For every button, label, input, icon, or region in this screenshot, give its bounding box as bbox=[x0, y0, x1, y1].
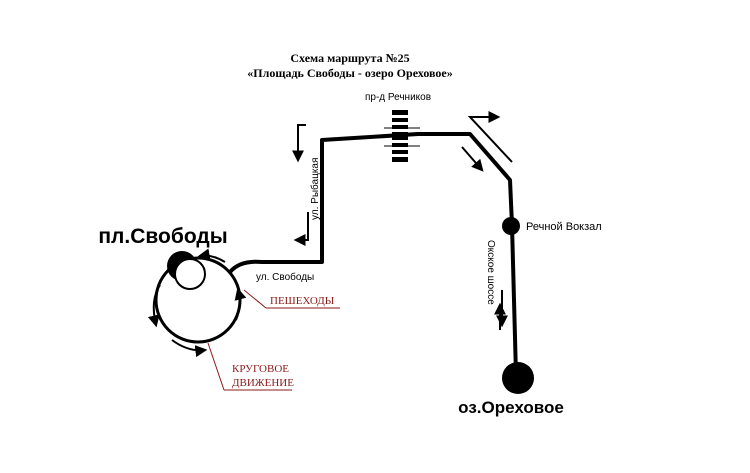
pedestrian-crossing bbox=[384, 110, 420, 162]
roundabout-arrows bbox=[147, 248, 247, 358]
pedestrians-note: ПЕШЕХОДЫ bbox=[243, 289, 340, 309]
map-title-line1: Схема маршрута №25 bbox=[290, 51, 409, 65]
street-svobody-label: ул. Свободы bbox=[256, 271, 314, 283]
roundabout bbox=[154, 251, 242, 344]
roundabout-note-line2: ДВИЖЕНИЕ bbox=[232, 377, 294, 389]
street-rybatskaya-label: ул. Рыбацкая bbox=[309, 158, 321, 220]
route-line bbox=[228, 132, 518, 376]
start-stop-label: пл.Свободы bbox=[98, 225, 227, 248]
map-title-line2: «Площадь Свободы - озеро Ореховое» bbox=[247, 66, 453, 80]
mid-stop-label: Речной Вокзал bbox=[526, 221, 602, 233]
roundabout-note: КРУГОВОЕ ДВИЖЕНИЕ bbox=[207, 342, 294, 391]
mid-stop-marker bbox=[502, 217, 520, 235]
roundabout-note-line1: КРУГОВОЕ bbox=[232, 363, 289, 375]
direction-arrows bbox=[292, 111, 513, 330]
end-stop-label: оз.Ореховое bbox=[458, 398, 564, 417]
proezd-rechnikov-label: пр-д Речников bbox=[365, 92, 431, 103]
pedestrians-note-text: ПЕШЕХОДЫ bbox=[270, 295, 335, 307]
end-stop-marker bbox=[502, 362, 534, 394]
highway-okskoe-label: Окское шоссе bbox=[485, 240, 496, 305]
